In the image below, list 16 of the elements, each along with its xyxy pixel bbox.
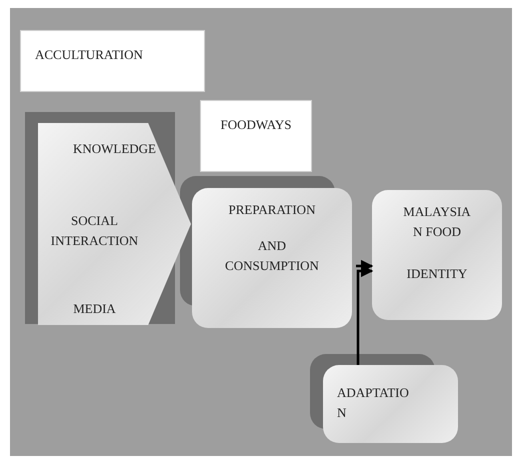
node-label: SOCIAL INTERACTION [50, 212, 140, 250]
node-label: IDENTITY [406, 265, 468, 283]
process-box [192, 188, 352, 328]
process-box [372, 190, 502, 320]
node-label: ADAPTATIO N [337, 384, 410, 422]
node-label: MEDIA [72, 300, 117, 318]
label-box [20, 30, 205, 92]
node-label: FOODWAYS [219, 116, 293, 134]
chevron-shape [38, 123, 191, 325]
node-label: PREPARATION [228, 201, 316, 219]
node-label: KNOWLEDGE [72, 140, 158, 158]
process-box [323, 365, 458, 443]
node-label: AND CONSUMPTION [224, 237, 320, 275]
label-box [200, 100, 312, 172]
node-label: ACCULTURATION [35, 46, 144, 64]
node-label: MALAYSIA N FOOD [402, 203, 472, 241]
